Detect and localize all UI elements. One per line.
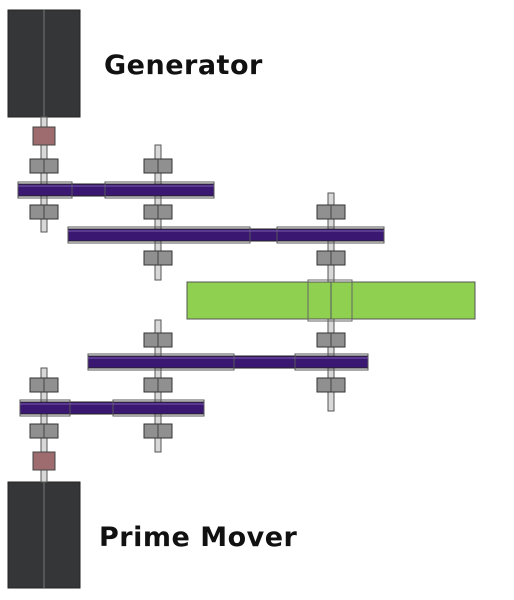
gears	[17, 181, 385, 417]
coupling-prime-mover	[32, 451, 56, 471]
gear-pair-1	[17, 181, 215, 199]
prime-mover-machine	[7, 481, 81, 589]
shaft-1	[40, 116, 48, 233]
prime-mover-label: Prime Mover	[99, 522, 298, 553]
generator-machine	[7, 9, 81, 118]
bearings	[29, 158, 346, 439]
bearing-centerlines	[43, 159, 332, 438]
generator-label: Generator	[104, 50, 263, 81]
gear-pair-4	[19, 399, 205, 417]
gear-pair-2	[67, 226, 385, 244]
gear-pair-3	[87, 353, 369, 371]
flywheel	[186, 279, 476, 322]
couplings	[32, 126, 56, 471]
coupling-generator	[32, 126, 56, 146]
